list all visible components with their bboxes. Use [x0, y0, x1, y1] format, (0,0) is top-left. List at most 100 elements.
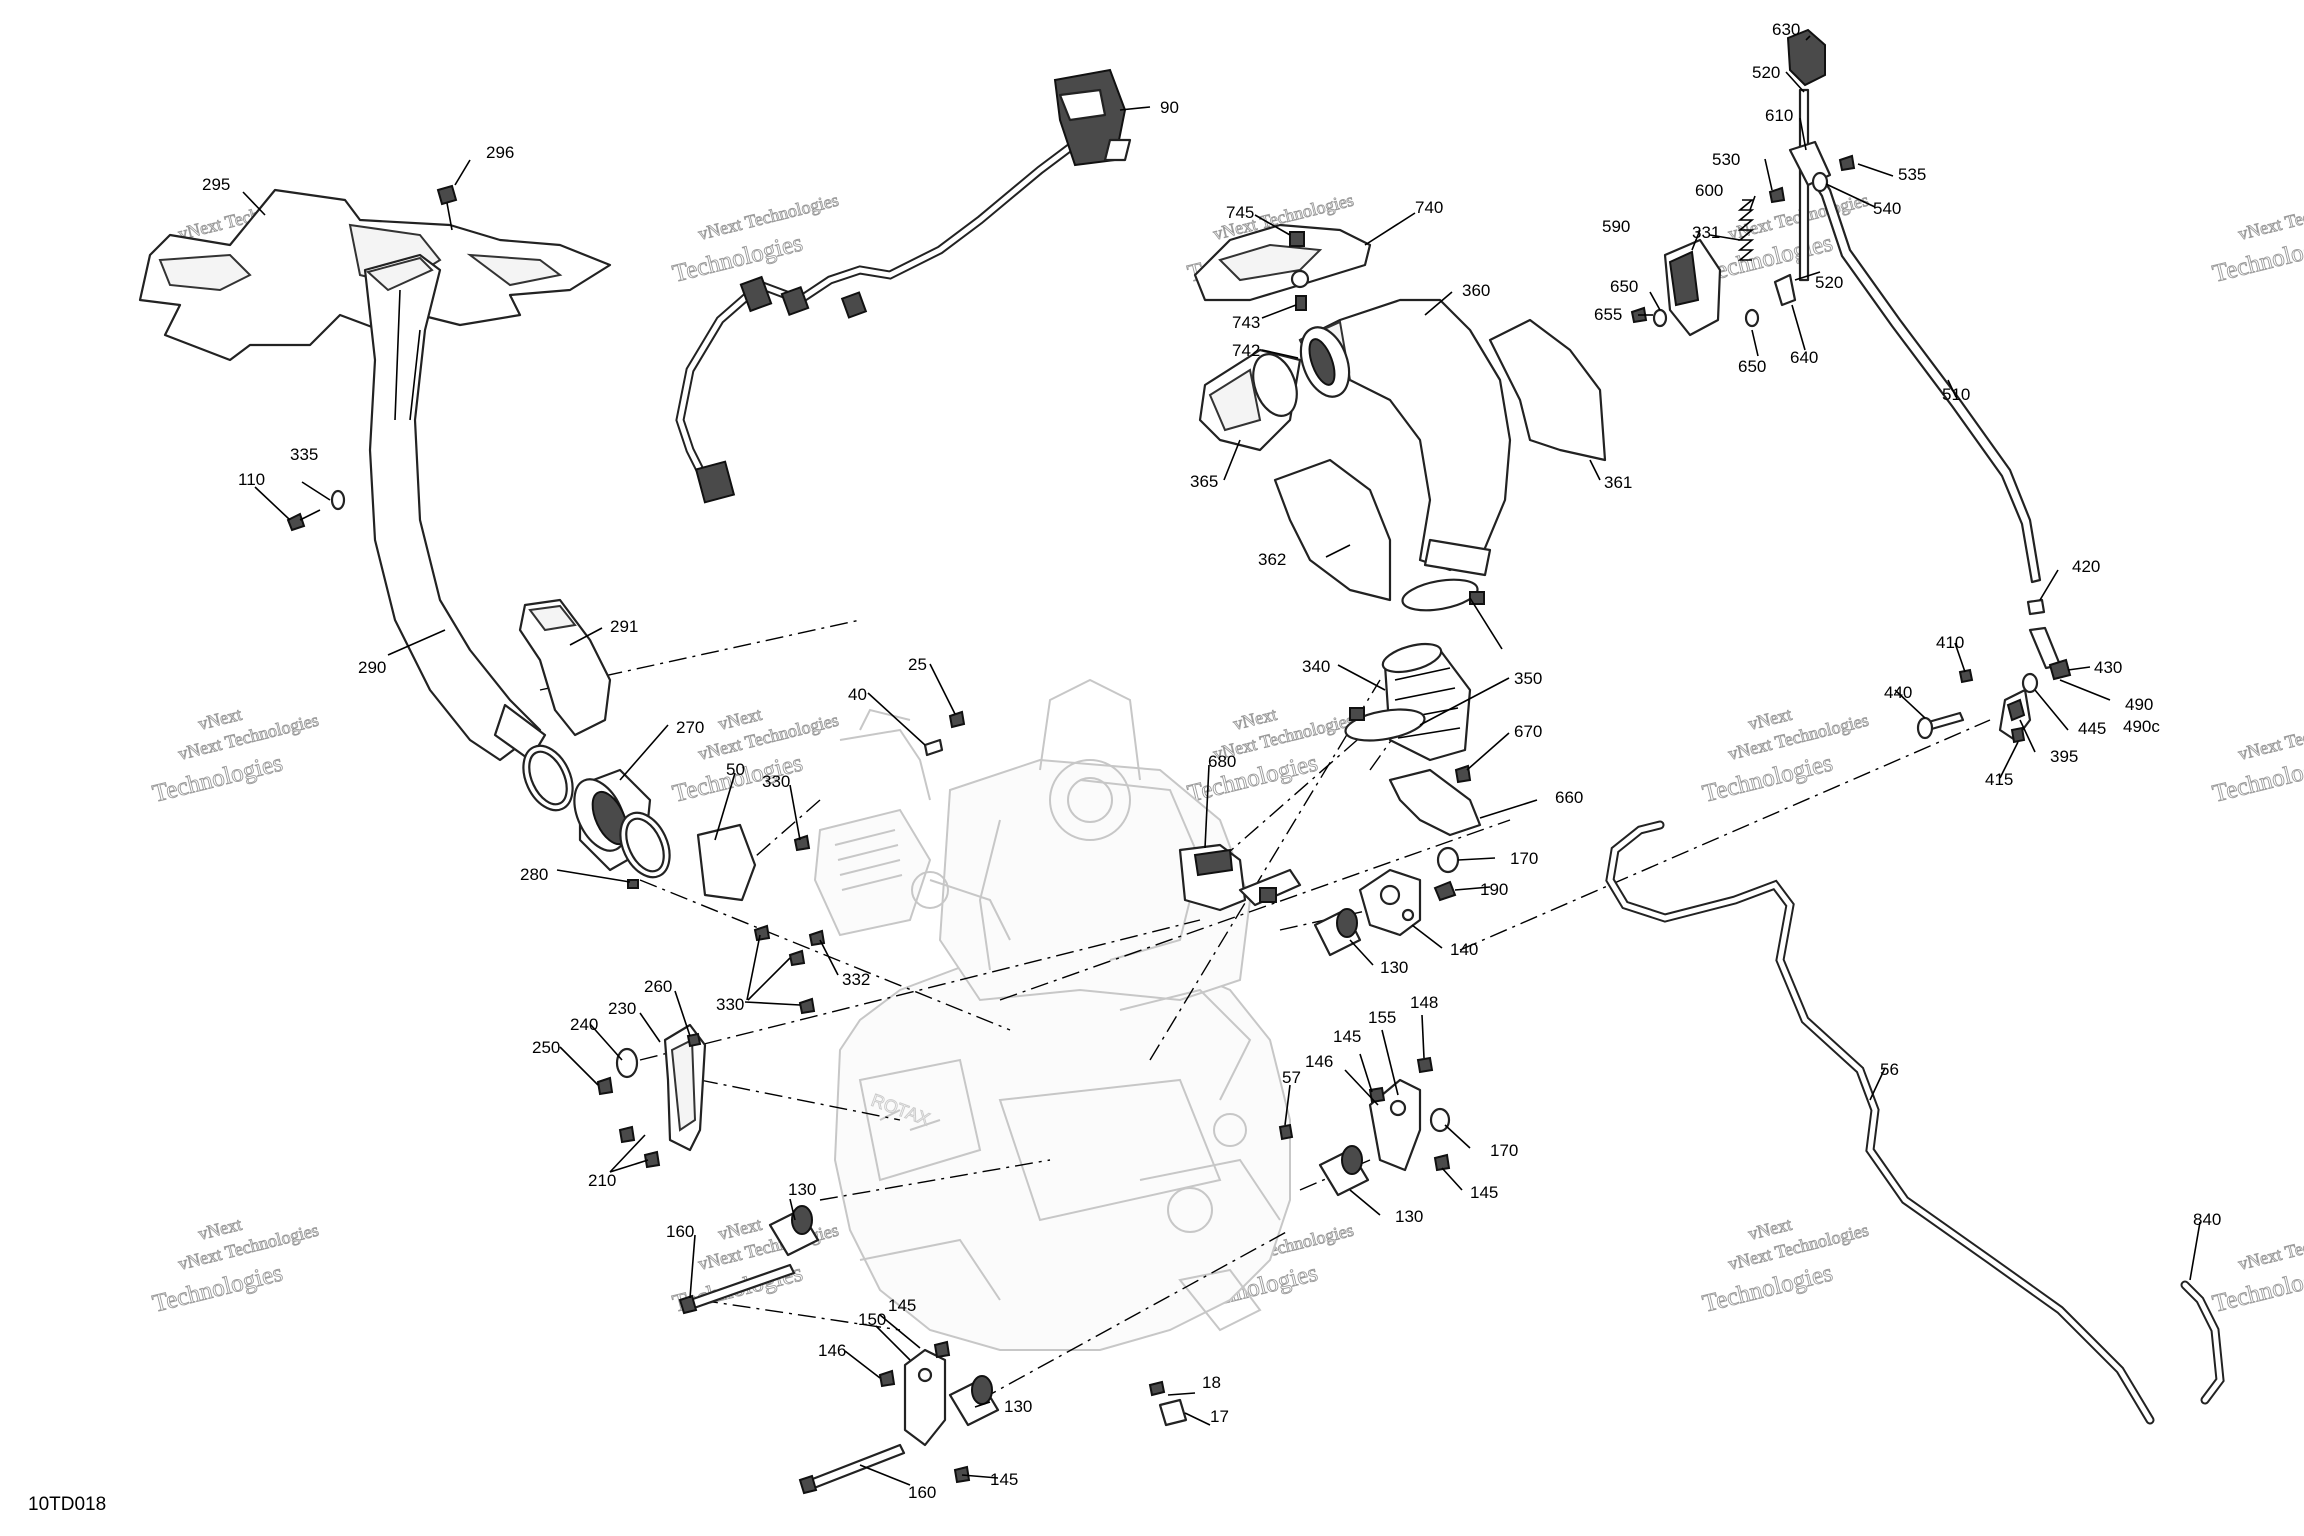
callout-440: 440: [1884, 683, 1912, 702]
sleeve-420: [2026, 598, 2046, 616]
callout-360: 360: [1462, 281, 1490, 300]
callout-145-d: 145: [990, 1470, 1018, 1489]
callout-130-a: 130: [1380, 958, 1408, 977]
bolt-250: [596, 1076, 614, 1096]
watermark: vNext Technologies Technologies: [2209, 189, 2304, 288]
callout-335: 335: [290, 445, 318, 464]
callout-130-c: 130: [788, 1180, 816, 1199]
spring-600: [1737, 199, 1755, 261]
callout-240: 240: [570, 1015, 598, 1034]
callout-610: 610: [1765, 106, 1793, 125]
callout-430: 430: [2094, 658, 2122, 677]
bracket-150: [903, 1348, 947, 1447]
callout-420: 420: [2072, 557, 2100, 576]
watermark-text: vNext Technologies: [2236, 190, 2304, 244]
duct-365: [1198, 348, 1302, 452]
screw-330-c: [788, 949, 806, 967]
throttle-body-ghost: [813, 708, 1011, 941]
callout-295: 295: [202, 175, 230, 194]
callout-160-b: 160: [908, 1483, 936, 1502]
callout-146-b: 146: [818, 1341, 846, 1360]
callout-540: 540: [1873, 199, 1901, 218]
bolt-410: [1958, 668, 1974, 684]
bolt-210-a: [618, 1125, 636, 1144]
assembly-lines: [539, 619, 1991, 1401]
callout-330-b: 330: [716, 995, 744, 1014]
callout-670: 670: [1514, 722, 1542, 741]
callout-56: 56: [1880, 1060, 1899, 1079]
callout-361: 361: [1604, 473, 1632, 492]
watermark-text: Technologies: [1700, 749, 1836, 807]
callout-332: 332: [842, 970, 870, 989]
nut-530: [1768, 186, 1786, 204]
clamp-280-b: [619, 811, 671, 889]
washer-170-a: [1436, 846, 1460, 874]
callout-170-a: 170: [1510, 849, 1538, 868]
bolt-190: [1433, 880, 1457, 902]
callout-130-b: 130: [1395, 1207, 1423, 1226]
callout-490c: 490c: [2123, 717, 2160, 736]
callout-535: 535: [1898, 165, 1926, 184]
callout-150: 150: [858, 1310, 886, 1329]
watermark-text: Technologies: [150, 1259, 286, 1317]
callout-742: 742: [1232, 341, 1260, 360]
callout-140: 140: [1450, 940, 1478, 959]
callout-160-a: 160: [666, 1222, 694, 1241]
callout-630: 630: [1772, 20, 1800, 39]
leader-lines: [242, 35, 2201, 1486]
callout-230: 230: [608, 999, 636, 1018]
callout-146-a: 146: [1305, 1052, 1333, 1071]
callout-110: 110: [238, 470, 265, 489]
callout-50: 50: [726, 760, 745, 779]
nut-260: [686, 1032, 702, 1048]
callout-250: 250: [532, 1038, 560, 1057]
watermark-text: vNext Technologies: [696, 190, 840, 244]
watermark: vNext vNext Technologies Technologies: [1699, 703, 1871, 808]
mount-140: [1358, 868, 1422, 937]
watermark: vNext Technologies Technologies: [2209, 709, 2304, 808]
rubber-mount-130-b: [1318, 1145, 1370, 1197]
callout-490: 490: [2125, 695, 2153, 714]
shift-knob-630: [1786, 28, 1826, 87]
watermark-text: vNext Technologies: [1726, 190, 1870, 244]
callout-510: 510: [1942, 385, 1970, 404]
screw-330-b: [753, 924, 771, 942]
clamp-280-a: [522, 744, 574, 812]
callout-840: 840: [2193, 1210, 2221, 1229]
callout-40: 40: [848, 685, 867, 704]
callout-395: 395: [2050, 747, 2078, 766]
callout-210: 210: [588, 1171, 616, 1190]
callout-362: 362: [1258, 550, 1286, 569]
watermark-text: Technologies: [150, 749, 286, 807]
hose-840: [2180, 1280, 2225, 1405]
callout-190: 190: [1480, 880, 1508, 899]
clip-415: [2010, 726, 2026, 744]
shield-361: [1488, 318, 1607, 462]
bracket-590: [1663, 238, 1722, 337]
watermark-text: vNext Technologies: [2236, 1220, 2304, 1274]
callout-600: 600: [1695, 181, 1723, 200]
cap-17: [1158, 1398, 1188, 1427]
callout-655: 655: [1594, 305, 1622, 324]
air-inlet-360: [1298, 298, 1512, 577]
screw-330-d: [798, 997, 816, 1015]
bracket-260: [663, 1023, 707, 1152]
callout-330-a: 330: [762, 772, 790, 791]
filter-340: [1381, 642, 1472, 762]
watermark-text: vNext Technologies: [2236, 710, 2304, 764]
clip-40: [923, 738, 944, 757]
watermark: vNext vNext Technologies Technologies: [1699, 1213, 1871, 1318]
sensor-57: [1278, 1123, 1294, 1141]
boot-291: [518, 598, 612, 737]
watermark: vNext vNext Technologies Technologies: [149, 703, 321, 808]
watermark: vNext vNext Technologies Technologies: [149, 1213, 321, 1318]
callout-18: 18: [1202, 1373, 1221, 1392]
callout-590: 590: [1602, 217, 1630, 236]
callout-291: 291: [610, 617, 638, 636]
watermark-text: Technologies: [1185, 749, 1321, 807]
hose-56: [1605, 820, 2155, 1425]
washer-650-b: [1744, 308, 1760, 328]
spacer-240: [615, 1047, 639, 1079]
watermark-text: Technologies: [1700, 1259, 1836, 1317]
callout-145-a: 145: [1333, 1027, 1361, 1046]
